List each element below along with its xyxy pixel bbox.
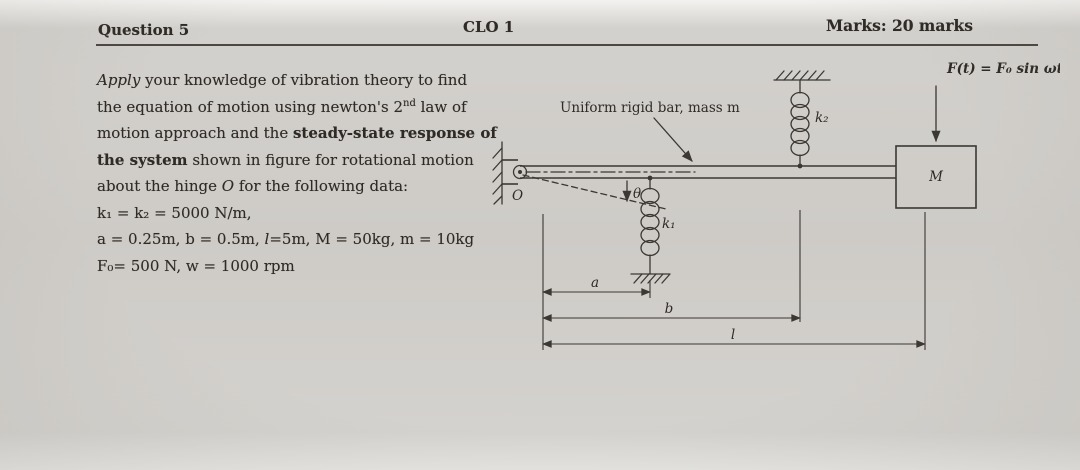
spring-k2-label: k₂	[815, 110, 829, 126]
question-line: k₁ = k₂ = 5000 N/m,	[97, 203, 252, 222]
hinge-label: O	[512, 188, 523, 204]
rigid-bar	[520, 165, 896, 179]
angle-label: θ	[633, 186, 641, 202]
dim-l-label: l	[731, 327, 735, 343]
bar-label-arrow	[653, 117, 693, 162]
force-label: F(t) = F₀ sin ωt	[946, 61, 1060, 77]
question-line: Apply your knowledge of vibration theory…	[97, 71, 468, 89]
mass-label: M	[928, 169, 944, 185]
question-line: the system shown in figure for rotationa…	[97, 150, 474, 169]
mass-block	[895, 145, 977, 209]
question-number: Question 5	[98, 21, 190, 39]
vibration-system-figure: O θ Uniform rigid bar, mass m	[492, 61, 1060, 350]
marks-label: Marks: 20 marks	[826, 16, 973, 35]
hinge	[502, 159, 528, 185]
header-divider	[96, 44, 1038, 46]
question-line: the equation of motion using newton's 2n…	[97, 97, 467, 116]
rotated-bar-dashed	[522, 174, 667, 210]
question-line: about the hinge O for the following data…	[97, 177, 409, 195]
dim-b-label: b	[665, 301, 674, 317]
wall-support	[492, 141, 503, 205]
question-line: F₀= 500 N, w = 1000 rpm	[97, 256, 295, 275]
question-text: Apply your knowledge of vibration theory…	[97, 67, 497, 279]
spring-k2	[773, 70, 831, 169]
spring-k1-label: k₁	[662, 216, 676, 232]
bar-label: Uniform rigid bar, mass m	[560, 100, 740, 116]
question-line: motion approach and the steady-state res…	[97, 124, 497, 142]
clo-label: CLO 1	[463, 18, 515, 36]
dimension-lines	[542, 210, 926, 350]
dim-a-label: a	[591, 275, 599, 291]
question-line: a = 0.25m, b = 0.5m, l=5m, M = 50kg, m =…	[97, 230, 475, 248]
spring-k1	[630, 175, 671, 284]
